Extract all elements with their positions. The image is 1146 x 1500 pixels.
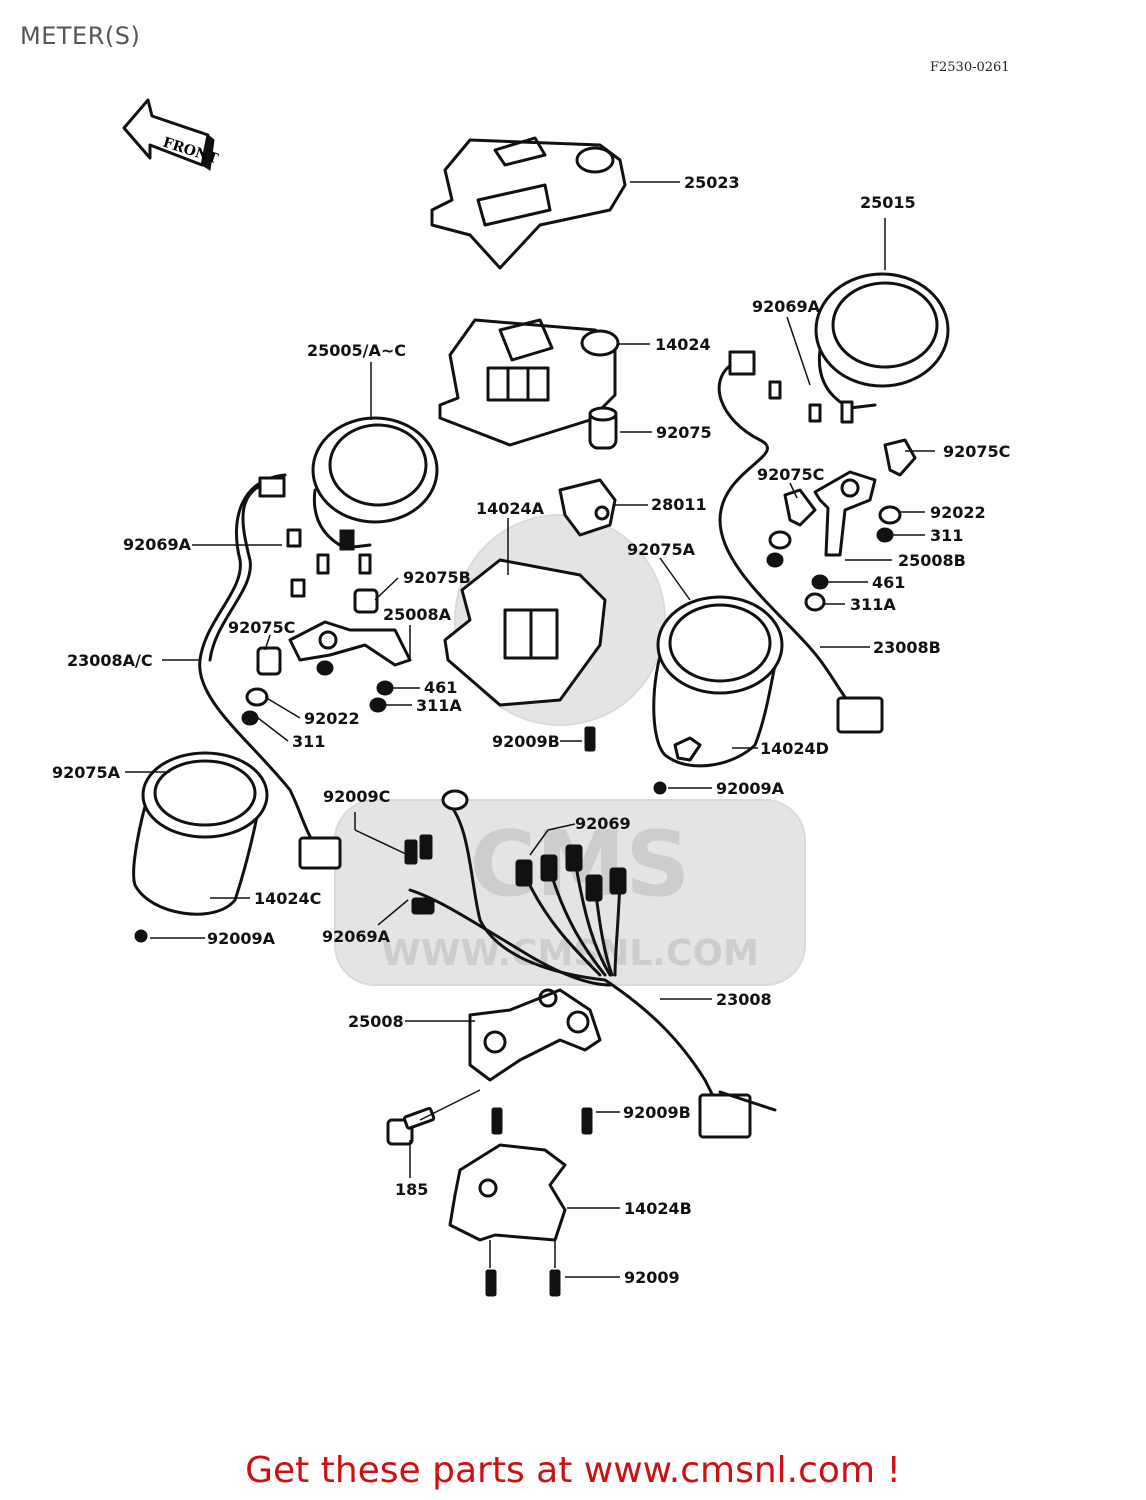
label-461: 461 — [424, 678, 457, 697]
meter-cup-14024C — [132, 751, 269, 916]
cover-14024B — [448, 1143, 567, 1242]
bracket-25008A — [288, 620, 412, 667]
part-28011 — [558, 478, 617, 537]
label-311A: 311A — [416, 696, 462, 715]
bracket-25008B — [813, 470, 877, 557]
front-arrow: FRONT — [122, 98, 220, 171]
part-labels: 25023 25015 92069A 14024 25005/A~C 92075… — [52, 173, 1010, 1287]
meter-cover-25023 — [430, 136, 627, 270]
label-92009B: 92009B — [492, 732, 560, 751]
label-461: 461 — [872, 573, 905, 592]
label-92075B: 92075B — [403, 568, 471, 587]
label-92075C: 92075C — [757, 465, 824, 484]
label-92009: 92009 — [624, 1268, 680, 1287]
label-185: 185 — [395, 1180, 428, 1199]
small-fasteners — [241, 438, 917, 726]
label-92069A: 92069A — [123, 535, 192, 554]
label-14024: 14024 — [655, 335, 711, 354]
label-92009B: 92009B — [623, 1103, 691, 1122]
label-14024A: 14024A — [476, 499, 545, 518]
label-92009A: 92009A — [716, 779, 785, 798]
label-14024C: 14024C — [254, 889, 321, 908]
watermark-url: WWW.CMSNL.COM — [381, 933, 759, 974]
label-92075: 92075 — [656, 423, 712, 442]
label-23008: 23008 — [716, 990, 772, 1009]
label-311: 311 — [930, 526, 963, 545]
label-92009A: 92009A — [207, 929, 276, 948]
harness-23008 — [404, 789, 777, 1139]
label-92075C: 92075C — [228, 618, 295, 637]
label-23008B: 23008B — [873, 638, 941, 657]
housing-14024A — [443, 558, 607, 707]
label-25008B: 25008B — [898, 551, 966, 570]
label-25008: 25008 — [348, 1012, 404, 1031]
meter-housing-14024 — [438, 318, 620, 447]
harness-23008A — [198, 473, 342, 870]
harness-23008B — [717, 350, 884, 734]
bracket-25008 — [468, 988, 602, 1082]
cta-link[interactable]: Get these parts at www.cmsnl.com ! — [245, 1450, 901, 1491]
label-25015: 25015 — [860, 193, 916, 212]
parts-diagram: CMS WWW.CMSNL.COM FRONT — [52, 98, 1010, 1297]
label-23008A-C: 23008A/C — [67, 651, 153, 670]
tachometer-25015 — [814, 272, 950, 424]
label-14024B: 14024B — [624, 1199, 692, 1218]
label-311: 311 — [292, 732, 325, 751]
label-28011: 28011 — [651, 495, 707, 514]
label-92069: 92069 — [575, 814, 631, 833]
grommet-92075 — [588, 406, 618, 450]
label-92022: 92022 — [304, 709, 360, 728]
watermark-badge — [334, 799, 806, 986]
meter-cup-14024D — [652, 595, 784, 768]
speedometer-25005 — [311, 416, 439, 575]
label-92075A: 92075A — [52, 763, 121, 782]
label-92009C: 92009C — [323, 787, 390, 806]
label-311A: 311A — [850, 595, 896, 614]
figure-code: F2530-0261 — [930, 60, 1010, 75]
label-92075C: 92075C — [943, 442, 1010, 461]
label-25005: 25005/A~C — [307, 341, 406, 360]
label-92069A: 92069A — [322, 927, 391, 946]
label-25023: 25023 — [684, 173, 740, 192]
leader-lines — [125, 181, 935, 1278]
label-25008A: 25008A — [383, 605, 452, 624]
page-title: METER(S) — [20, 22, 141, 50]
label-14024D: 14024D — [760, 739, 829, 758]
label-92069A: 92069A — [752, 297, 821, 316]
label-92022: 92022 — [930, 503, 986, 522]
label-92075A: 92075A — [627, 540, 696, 559]
